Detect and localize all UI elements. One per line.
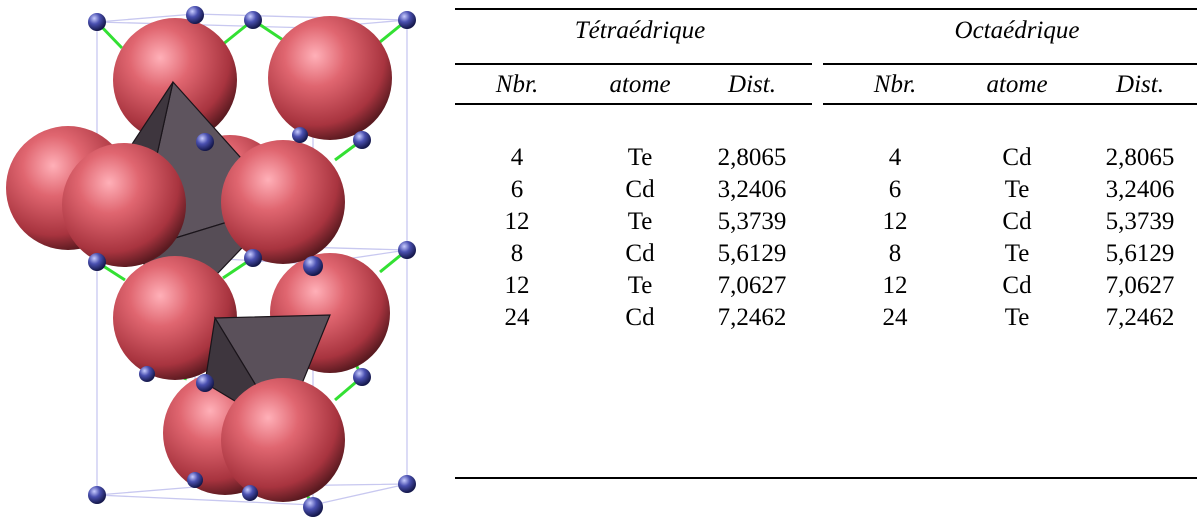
atom (244, 249, 262, 267)
table-cell: 7,0627 (717, 272, 787, 299)
table-cell: 2,8065 (1105, 144, 1175, 171)
table-cell: 3,2406 (717, 176, 787, 203)
crystal-structure-figure (6, 6, 416, 517)
atom (196, 374, 214, 392)
table-cell: Cd (625, 240, 655, 267)
group-header-octahedral: Octaédrique (954, 17, 1080, 44)
column-header: Nbr. (873, 71, 917, 98)
table-cell: 12 (504, 208, 530, 235)
table-cell: 2,8065 (717, 144, 787, 171)
table-cell: Cd (625, 176, 655, 203)
table-cell: 12 (882, 272, 908, 299)
column-header: atome (609, 71, 671, 98)
atom (139, 366, 155, 382)
atom (353, 131, 371, 149)
atom (353, 368, 371, 386)
table-cell: Te (1004, 176, 1030, 203)
table-cell: Te (1004, 240, 1030, 267)
table-cell: 5,3739 (717, 208, 787, 235)
top-rule (455, 8, 1197, 10)
header-rule-right (823, 103, 1197, 105)
atom (88, 13, 106, 31)
table-cell: 4 (888, 144, 902, 171)
atom (196, 133, 214, 151)
sphere-layer-middle (113, 140, 345, 380)
table-cell: Cd (1002, 144, 1032, 171)
table-cell: 5,6129 (1105, 240, 1175, 267)
table-cell: 5,3739 (1105, 208, 1175, 235)
sphere (221, 378, 345, 502)
table-cell: Te (627, 208, 653, 235)
table-cell: Cd (625, 304, 655, 331)
table-cell: 12 (504, 272, 530, 299)
distance-table: Tétraédrique Octaédrique Nbr. atome Dist… (455, 0, 1197, 517)
column-header: Nbr. (495, 71, 539, 98)
bottom-rule (455, 477, 1197, 479)
table-cell: 8 (510, 240, 524, 267)
table-cell: Cd (1002, 208, 1032, 235)
table-cell: 6 (510, 176, 524, 203)
table-cell: 7,0627 (1105, 272, 1175, 299)
group-header-tetrahedral: Tétraédrique (574, 17, 706, 44)
atom (303, 256, 323, 276)
group-rule-left (455, 63, 812, 65)
atom (244, 11, 262, 29)
atom (186, 6, 204, 24)
table-cell: Te (627, 272, 653, 299)
table-cell: 12 (882, 208, 908, 235)
atom (292, 127, 308, 143)
sphere-layer-front (62, 143, 345, 502)
table-cell: 5,6129 (717, 240, 787, 267)
column-header: atome (986, 71, 1048, 98)
column-header: Dist. (1116, 71, 1164, 98)
atom (398, 241, 416, 259)
table-cell: 6 (888, 176, 902, 203)
table-cell: Cd (1002, 272, 1032, 299)
sphere (62, 143, 186, 267)
table-cell: 8 (888, 240, 902, 267)
table-cell: Te (1004, 304, 1030, 331)
atom (88, 253, 106, 271)
table-cell: 7,2462 (1105, 304, 1175, 331)
atom (398, 475, 416, 493)
table-cell: 24 (504, 304, 530, 331)
column-header: Dist. (728, 71, 776, 98)
atom (242, 485, 258, 501)
sphere (113, 18, 237, 142)
table-cell: 4 (510, 144, 524, 171)
atom (187, 472, 203, 488)
sphere (268, 16, 392, 140)
header-rule-left (455, 103, 812, 105)
atom (88, 486, 106, 504)
table-cell: 7,2462 (717, 304, 787, 331)
table-cell: 24 (882, 304, 908, 331)
table-cell: 3,2406 (1105, 176, 1175, 203)
atom (398, 11, 416, 29)
sphere (221, 140, 345, 264)
atom (303, 497, 323, 517)
group-rule-right (823, 63, 1197, 65)
table-cell: Te (627, 144, 653, 171)
atom-layer (88, 6, 416, 517)
sphere (113, 256, 237, 380)
